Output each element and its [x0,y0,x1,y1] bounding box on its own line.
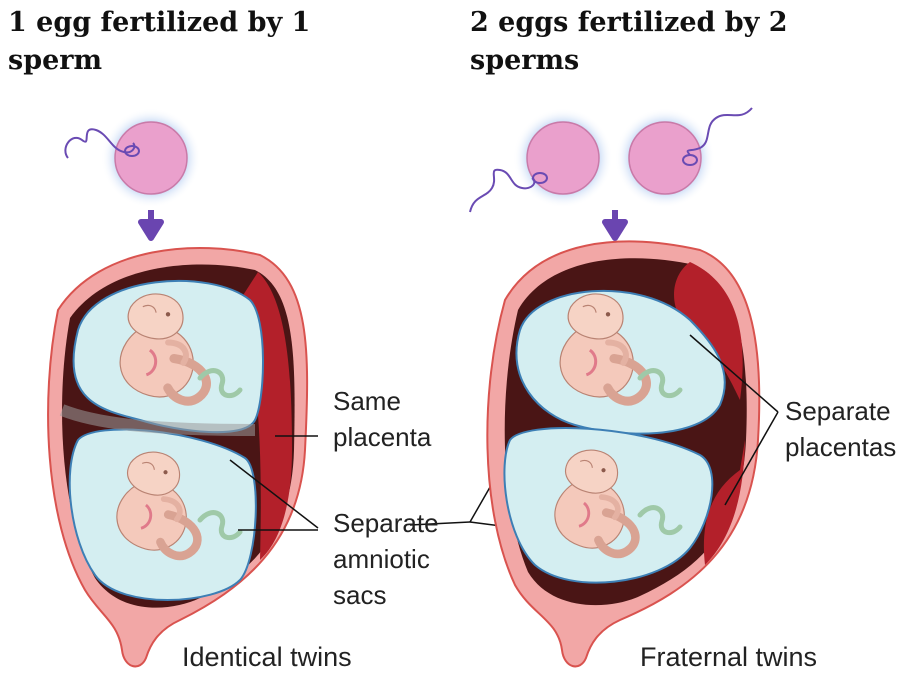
egg-cell-2 [629,122,701,194]
down-arrow-icon-2 [605,210,625,238]
label-same: Same [333,386,401,416]
caption-fraternal-twins: Fraternal twins [640,642,817,672]
label-placenta: placenta [333,422,432,452]
fraternal-egg-group [470,108,752,212]
label-separate: Separate [333,508,439,538]
down-arrow-icon [141,210,161,238]
label-placentas: placentas [785,432,896,462]
egg-cell [115,122,187,194]
caption-identical-twins: Identical twins [182,642,352,672]
label-amniotic: amniotic [333,544,430,574]
label-sacs: sacs [333,580,386,610]
identical-egg-group [65,108,201,208]
identical-uterus [48,248,307,666]
label-separate-2: Separate [785,396,891,426]
fraternal-uterus [487,242,759,667]
